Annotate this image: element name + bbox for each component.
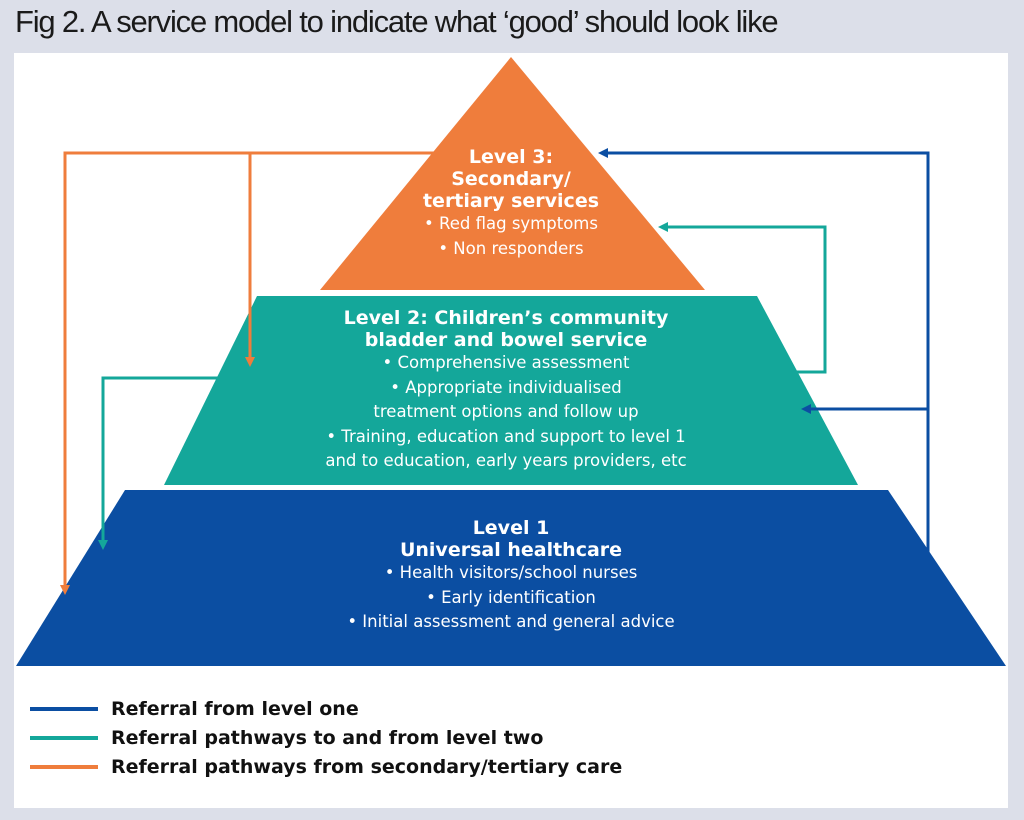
level-2-label: Level 2: Children’s community bladder an… [256, 307, 756, 474]
level-1-tier [16, 490, 1006, 666]
level-3-heading-line-2: Secondary/ [451, 168, 571, 190]
level-1-bullet: • Early identification [426, 587, 596, 607]
figure-title: Fig 2. A service model to indicate what … [15, 4, 779, 39]
referral-secondary-path-outer [60, 151, 437, 595]
level-2-bullet: • Comprehensive assessment [382, 353, 630, 372]
level-1-heading-line-1: Level 1 [472, 517, 550, 539]
legend: Referral from level one Referral pathway… [30, 694, 622, 781]
referral-level-two-path-down [98, 376, 250, 550]
referral-level-one-path-top [598, 148, 930, 570]
legend-item-referral-secondary: Referral pathways from secondary/tertiar… [30, 752, 622, 781]
level-1-label: Level 1 Universal healthcare • Health vi… [286, 517, 736, 635]
level-3-bullet: • Non responders [438, 238, 584, 258]
level-3-heading-line-3: tertiary services [422, 190, 600, 212]
level-3-label: Level 3: Secondary/ tertiary services • … [391, 146, 631, 261]
legend-swatch [30, 764, 98, 769]
legend-label: Referral from level one [111, 697, 359, 720]
level-1-heading-line-2: Universal healthcare [399, 539, 623, 561]
legend-swatch [30, 706, 98, 711]
legend-label: Referral pathways from secondary/tertiar… [111, 755, 623, 778]
level-2-heading-line-1: Level 2: Children’s community [343, 307, 669, 329]
level-2-bullet: • Appropriate individualised [390, 377, 622, 397]
legend-item-referral-level-two: Referral pathways to and from level two [30, 723, 622, 752]
level-3-tier [320, 57, 705, 290]
referral-level-two-path-up [658, 222, 827, 374]
legend-label: Referral pathways to and from level two [111, 726, 544, 749]
level-2-tier [164, 296, 858, 485]
legend-swatch [30, 735, 98, 740]
level-2-bullet: • Training, education and support to lev… [326, 426, 686, 446]
level-1-bullet: • Initial assessment and general advice [347, 612, 675, 631]
level-1-bullet: • Health visitors/school nurses [384, 563, 638, 582]
level-2-heading-line-2: bladder and bowel service [364, 329, 648, 351]
level-2-bullet: and to education, early years providers,… [325, 451, 687, 470]
level-3-bullet: • Red flag symptoms [424, 214, 598, 233]
level-2-bullet: treatment options and follow up [373, 402, 639, 421]
level-3-heading-line-1: Level 3: [468, 146, 554, 168]
legend-item-referral-level-one: Referral from level one [30, 694, 622, 723]
